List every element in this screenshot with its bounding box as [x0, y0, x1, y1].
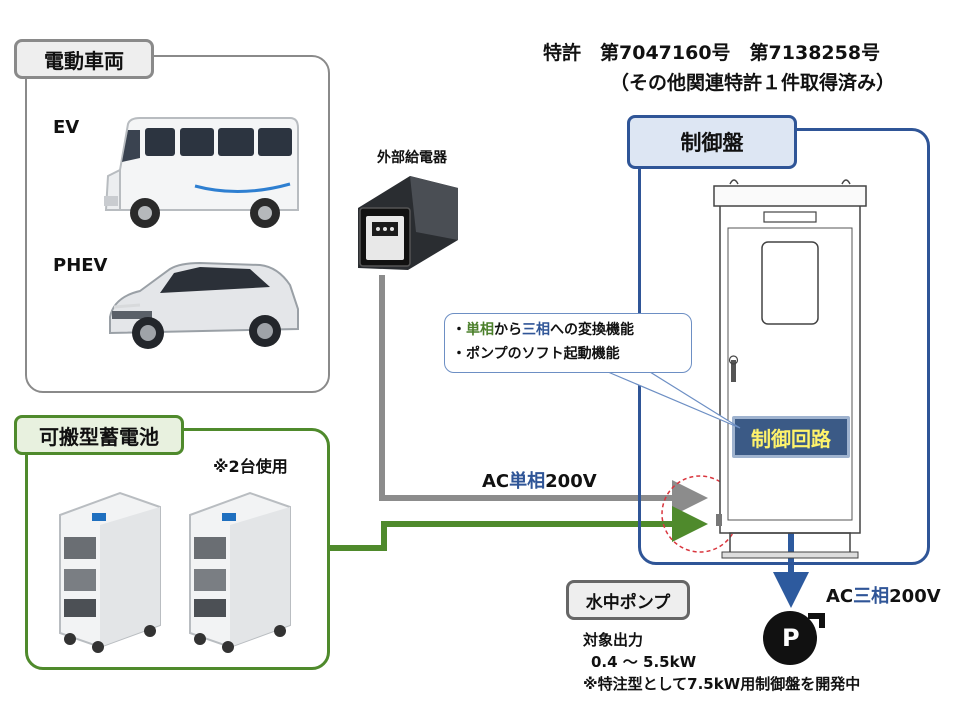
- pump-development-note: ※特注型として7.5kW用制御盤を開発中: [583, 675, 861, 693]
- callout-three-phase: 三相: [522, 322, 550, 338]
- phev-suv-image: [109, 261, 299, 349]
- callout-conversion: への変換機能: [550, 322, 634, 338]
- control-panel-title: 制御盤: [627, 115, 797, 169]
- control-circuit-label: 制御回路: [732, 416, 850, 458]
- ev-label: EV: [53, 117, 80, 138]
- patent-numbers: 特許 第7047160号 第7138258号: [543, 42, 881, 64]
- callout-single-phase: 単相: [466, 322, 494, 338]
- ac-three-post: 200V: [889, 586, 941, 607]
- callout-line-1: ・単相から三相への変換機能: [452, 319, 634, 339]
- battery-count-note: ※2台使用: [213, 457, 288, 476]
- patent-related-note: （その他関連特許１件取得済み）: [610, 72, 896, 94]
- ac-single-mid: 単相: [509, 471, 546, 492]
- pump-symbol: P: [782, 624, 800, 652]
- charger-title: 外部給電器: [377, 150, 447, 166]
- ac-single-pre: AC: [482, 471, 510, 492]
- ac-three-phase-label: AC三相200V: [826, 582, 941, 608]
- ac-single-phase-label: AC単相200V: [482, 467, 597, 493]
- pump-title: 水中ポンプ: [566, 580, 690, 620]
- function-callout: [444, 313, 692, 373]
- phev-label: PHEV: [53, 255, 108, 276]
- callout-from: から: [494, 322, 522, 338]
- vehicles-title: 電動車両: [14, 39, 154, 79]
- battery-title: 可搬型蓄電池: [14, 415, 184, 455]
- external-charger-image: [358, 176, 458, 270]
- pump-output-label: 対象出力: [583, 631, 644, 649]
- ev-van-image: [104, 117, 299, 228]
- pump-icon: [763, 611, 825, 665]
- control-cabinet-image: [713, 179, 867, 559]
- callout-bullet-1: ・: [452, 322, 466, 338]
- single-phase-line-from-battery: [330, 506, 708, 551]
- callout-line-2: ・ポンプのソフト起動機能: [452, 346, 620, 362]
- ac-three-pre: AC: [826, 586, 854, 607]
- single-phase-line-from-charger: [379, 275, 708, 516]
- battery-unit-1: [59, 491, 161, 653]
- battery-unit-2: [189, 491, 291, 653]
- ac-three-mid: 三相: [853, 586, 890, 607]
- ac-single-post: 200V: [545, 471, 597, 492]
- pump-output-range: 0.4 ～ 5.5kW: [591, 653, 697, 671]
- vehicles-panel: [25, 55, 330, 393]
